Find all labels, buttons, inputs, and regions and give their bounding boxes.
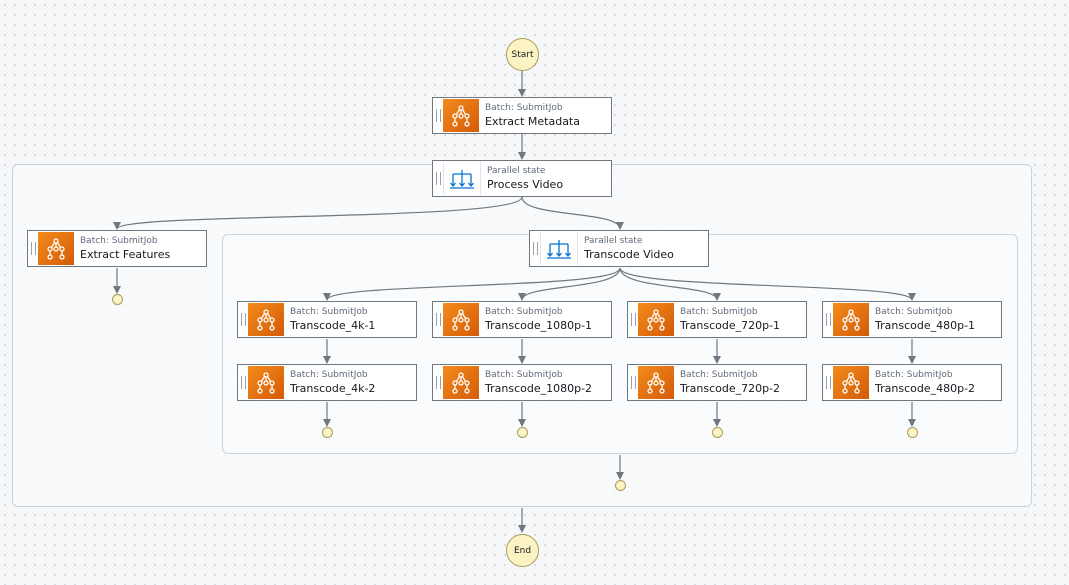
branch-end-480p [907,427,918,438]
state-name-label: Transcode_1080p-1 [485,319,593,332]
state-type-label: Batch: SubmitJob [875,370,953,380]
edge-transcode-video-to-1080p-1 [518,267,621,301]
edge-transcode-video-to-4k-1 [323,267,621,301]
state-transcode-4k-1[interactable]: Batch: SubmitJob Transcode_4k-1 [237,301,417,338]
drag-handle-icon[interactable] [433,365,443,400]
drag-handle-icon[interactable] [433,98,443,133]
state-name-label: Transcode_4k-1 [290,319,376,332]
parallel-state-icon [540,232,578,265]
state-transcode-video[interactable]: Parallel state Transcode Video [529,230,709,267]
state-name-label: Transcode_480p-2 [875,382,976,395]
drag-handle-icon[interactable] [433,302,443,337]
start-node[interactable]: Start [506,38,539,71]
drag-handle-icon[interactable] [823,302,833,337]
batch-icon [833,366,869,399]
state-name-label: Transcode_720p-2 [680,382,781,395]
batch-icon [443,99,479,132]
edge-process-video-to-extract-features [113,196,523,230]
state-name-label: Extract Features [80,248,171,261]
state-process-video[interactable]: Parallel state Process Video [432,160,612,197]
drag-handle-icon[interactable] [530,231,540,266]
state-extract-features[interactable]: Batch: SubmitJob Extract Features [27,230,207,267]
state-transcode-720p-1[interactable]: Batch: SubmitJob Transcode_720p-1 [627,301,807,338]
drag-handle-icon[interactable] [238,302,248,337]
drag-handle-icon[interactable] [433,161,443,196]
state-type-label: Batch: SubmitJob [80,236,158,246]
state-transcode-1080p-1[interactable]: Batch: SubmitJob Transcode_1080p-1 [432,301,612,338]
state-name-label: Transcode_720p-1 [680,319,781,332]
drag-handle-icon[interactable] [628,365,638,400]
state-type-label: Batch: SubmitJob [875,307,953,317]
edge-transcode-video-to-720p-1 [619,267,721,301]
edge-transcode-video-to-480p-1 [619,267,916,301]
state-name-label: Process Video [487,178,564,191]
parallel-state-icon [443,162,481,195]
batch-icon [248,366,284,399]
state-type-label: Batch: SubmitJob [485,103,563,113]
state-type-label: Batch: SubmitJob [290,307,368,317]
branch-end-extract-features [112,294,123,305]
batch-icon [443,366,479,399]
branch-end-720p [712,427,723,438]
drag-handle-icon[interactable] [28,231,38,266]
state-name-label: Transcode_480p-1 [875,319,976,332]
state-name-label: Transcode_4k-2 [290,382,376,395]
branch-end-1080p [517,427,528,438]
batch-icon [638,366,674,399]
drag-handle-icon[interactable] [823,365,833,400]
state-type-label: Batch: SubmitJob [680,370,758,380]
state-type-label: Batch: SubmitJob [485,370,563,380]
branch-end-transcode-video [615,480,626,491]
state-transcode-480p-2[interactable]: Batch: SubmitJob Transcode_480p-2 [822,364,1002,401]
drag-handle-icon[interactable] [628,302,638,337]
state-type-label: Parallel state [487,166,546,176]
state-type-label: Parallel state [584,236,643,246]
edge-process-video-to-transcode-video [521,196,624,230]
state-name-label: Transcode_1080p-2 [485,382,593,395]
state-transcode-4k-2[interactable]: Batch: SubmitJob Transcode_4k-2 [237,364,417,401]
state-name-label: Extract Metadata [485,115,580,128]
end-node[interactable]: End [506,534,539,567]
batch-icon [638,303,674,336]
batch-icon [833,303,869,336]
batch-icon [248,303,284,336]
state-type-label: Batch: SubmitJob [485,307,563,317]
batch-icon [38,232,74,265]
state-extract-metadata[interactable]: Batch: SubmitJob Extract Metadata [432,97,612,134]
state-transcode-720p-2[interactable]: Batch: SubmitJob Transcode_720p-2 [627,364,807,401]
state-type-label: Batch: SubmitJob [290,370,368,380]
batch-icon [443,303,479,336]
state-name-label: Transcode Video [584,248,674,261]
state-type-label: Batch: SubmitJob [680,307,758,317]
state-transcode-1080p-2[interactable]: Batch: SubmitJob Transcode_1080p-2 [432,364,612,401]
state-transcode-480p-1[interactable]: Batch: SubmitJob Transcode_480p-1 [822,301,1002,338]
branch-end-4k [322,427,333,438]
drag-handle-icon[interactable] [238,365,248,400]
